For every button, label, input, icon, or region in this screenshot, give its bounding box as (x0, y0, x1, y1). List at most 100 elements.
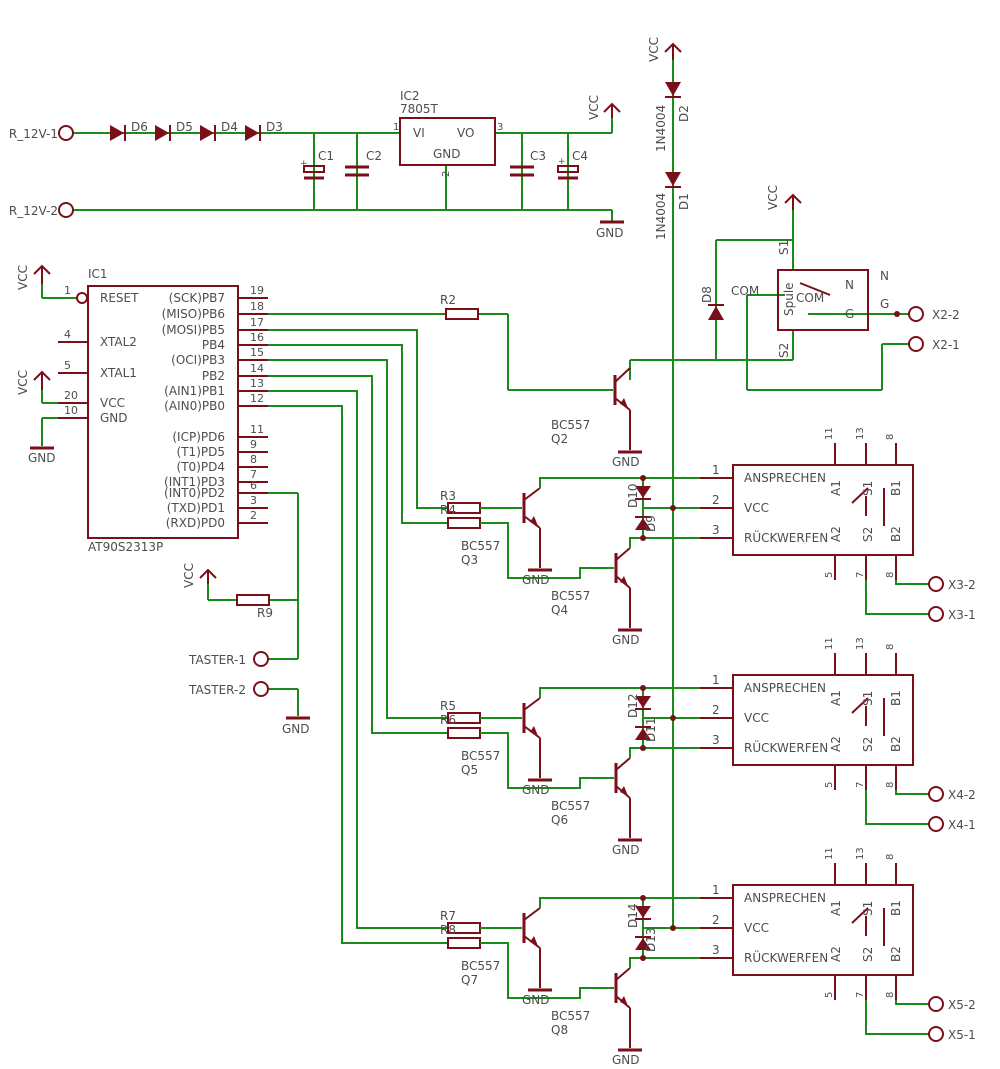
ic1-right-pin-18: 18 (MISO)PB6 (162, 300, 268, 321)
resistor-b (447, 517, 481, 529)
terminal-a-pad (928, 786, 944, 802)
transistor-b-label: Q6 (551, 813, 568, 827)
module-b1-label: B1 (889, 480, 903, 496)
relay-spule-label: Spule (782, 282, 796, 316)
c4-label: C4 (572, 149, 588, 163)
module-bottom-pin: 8 (885, 572, 896, 578)
diode-d8 (708, 304, 724, 320)
ic1-pin-number: 18 (250, 300, 264, 313)
terminal-b-pad (928, 606, 944, 622)
capacitor-c3 (510, 165, 534, 177)
transistor-b (614, 967, 631, 1009)
ic1-right-pin-9: 9(T1)PD5 (177, 438, 268, 459)
ic2-pin3-label: 3 (497, 122, 503, 133)
module-pin-number: 2 (712, 493, 720, 507)
diode-b (635, 516, 651, 530)
ic2-part-label: 7805T (400, 102, 439, 116)
transistor-b-part-label: BC557 (551, 799, 590, 813)
transistor-b-part-label: BC557 (551, 1009, 590, 1023)
module-pin-number: 3 (712, 523, 720, 537)
ic1-pin-name: (MISO)PB6 (162, 307, 225, 321)
d3-label: D3 (266, 120, 283, 134)
ic1-pin-name: PB4 (202, 338, 225, 352)
terminal-b-pad (928, 1026, 944, 1042)
relay-com-int-label: COM (796, 291, 824, 305)
module-b1-label: B1 (889, 900, 903, 916)
terminal-a-pad (928, 576, 944, 592)
x2-1-pad (908, 336, 924, 352)
terminal-a-label: X4-2 (948, 788, 976, 802)
module-top-pin: 8 (885, 644, 896, 650)
ic1-pin-name: VCC (100, 396, 125, 410)
module-bottom-pin: 8 (885, 782, 896, 788)
q2-part-label: BC557 (551, 418, 590, 432)
ic1-pin-number: 19 (250, 284, 264, 297)
module-pin-number: 1 (712, 883, 720, 897)
transistor-b-label: Q8 (551, 1023, 568, 1037)
vcc-symbol-mcu (33, 370, 51, 390)
ic1-pin-number: 14 (250, 362, 264, 375)
driver-stages: R3R4GNDBC557Q3GNDBC557Q4D10D91ANSPRECHEN… (268, 329, 976, 1067)
ic1-right-pin-19: 19(SCK)PB7 (169, 284, 268, 305)
ic1-pin-name: (ICP)PD6 (172, 430, 225, 444)
r12v-1-label: R_12V-1 (9, 127, 58, 141)
module-b2-label: B2 (889, 526, 903, 542)
diode-d2 (665, 82, 681, 98)
d5-label: D5 (176, 120, 193, 134)
taster-2-pad (253, 681, 269, 697)
module-pin-label: ANSPRECHEN (744, 891, 826, 905)
gnd-label: GND (612, 633, 640, 647)
resistor-a-label: R7 (440, 909, 456, 923)
module-a1-label: A1 (829, 900, 843, 916)
ic1-body (87, 285, 239, 539)
vcc-top-label: VCC (647, 37, 661, 62)
gnd-q2-label: GND (612, 455, 640, 469)
vcc-mcu-label: VCC (16, 370, 30, 395)
ic1-pin-name: XTAL2 (100, 335, 137, 349)
r2-label: R2 (440, 293, 456, 307)
gnd-label: GND (522, 783, 550, 797)
terminal-b-label: X4-1 (948, 818, 976, 832)
x2-2-pad (908, 306, 924, 322)
transistor-a-part-label: BC557 (461, 959, 500, 973)
c3-label: C3 (530, 149, 546, 163)
gnd-supply-label: GND (596, 226, 624, 240)
ic1-pin-number: 9 (250, 438, 257, 451)
transistor-b (614, 547, 631, 589)
vcc-taster-label: VCC (182, 563, 196, 588)
module-bottom-pin: 7 (855, 992, 866, 998)
r12v-1-pad (58, 125, 74, 141)
ic1-pin-name: (RXD)PD0 (166, 516, 225, 530)
module-pin-label: ANSPRECHEN (744, 471, 826, 485)
module-top-pin: 11 (824, 427, 835, 440)
transistor-a-part-label: BC557 (461, 539, 500, 553)
taster-2-label: TASTER-2 (188, 683, 246, 697)
module-pin-label: VCC (744, 711, 769, 725)
diode-a (635, 906, 651, 920)
gnd-label: GND (522, 573, 550, 587)
ic2-pin2-label: 2 (441, 171, 452, 177)
ic1-pin-number: 1 (64, 284, 71, 297)
gnd-label: GND (612, 1053, 640, 1067)
driver-stage-1: R3R4GNDBC557Q3GNDBC557Q4D10D91ANSPRECHEN… (440, 427, 976, 647)
ic2-label: IC2 (400, 89, 420, 103)
gnd-mcu-label: GND (28, 451, 56, 465)
capacitor-c1: + (300, 159, 325, 180)
module-pin-label: RÜCKWERFEN (744, 739, 828, 755)
d1-label: D1 (677, 193, 691, 210)
vcc-reset-label: VCC (16, 265, 30, 290)
module-b1-label: B1 (889, 690, 903, 706)
vcc-supply-label: VCC (587, 95, 601, 120)
diode-a-label: D12 (626, 693, 640, 718)
module-pin-label: ANSPRECHEN (744, 681, 826, 695)
ic1-pin-name: (AIN0)PB0 (164, 399, 225, 413)
module-pin-number: 1 (712, 673, 720, 687)
x2-2-label: X2-2 (932, 308, 960, 322)
ic2-vi-label: VI (413, 126, 425, 140)
ic1-pin-number: 15 (250, 346, 264, 359)
ic1-right-pin-8: 8(T0)PD4 (177, 453, 268, 474)
resistor-b-label: R6 (440, 713, 456, 727)
ic1-right-pin-17: 17(MOSI)PB5 (162, 316, 268, 337)
